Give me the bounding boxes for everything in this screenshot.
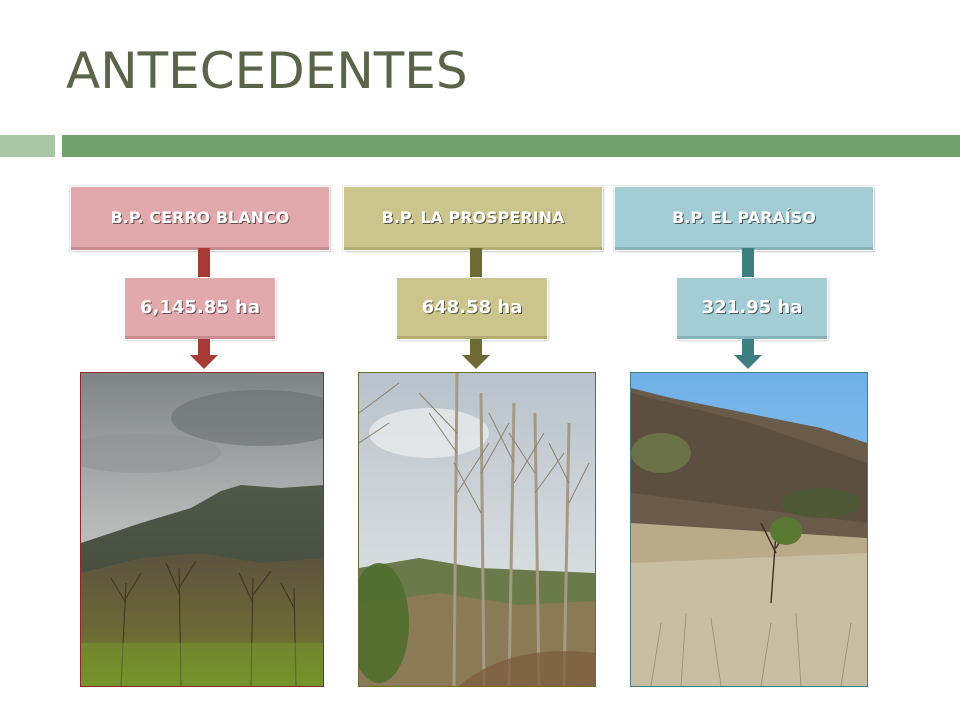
title-underline-bar (62, 135, 960, 157)
stem-el-paraiso-top (742, 248, 754, 278)
stem-la-prosperina-bottom (470, 339, 482, 355)
photo-la-prosperina (358, 372, 596, 687)
stem-la-prosperina-top (470, 248, 482, 278)
stem-cerro-blanco-bottom (198, 339, 210, 355)
photo-cerro-blanco (80, 372, 324, 687)
slide-title: ANTECEDENTES (66, 42, 468, 100)
area-cerro-blanco-value: 6,145.85 ha (139, 296, 261, 318)
area-cerro-blanco: 6,145.85 ha (125, 278, 275, 339)
area-la-prosperina-value: 648.58 ha (421, 296, 523, 318)
photo-el-paraiso (630, 372, 868, 687)
stem-el-paraiso-bottom (742, 339, 754, 355)
header-el-paraiso: B.P. EL PARAÍSO (615, 187, 873, 250)
area-el-paraiso: 321.95 ha (677, 278, 827, 339)
header-cerro-blanco-label: B.P. CERRO BLANCO (110, 207, 290, 227)
header-cerro-blanco: B.P. CERRO BLANCO (71, 187, 329, 250)
arrow-down-icon (190, 355, 218, 369)
arrow-down-icon (462, 355, 490, 369)
header-el-paraiso-label: B.P. EL PARAÍSO (672, 207, 816, 227)
header-la-prosperina: B.P. LA PROSPERINA (344, 187, 602, 250)
area-la-prosperina: 648.58 ha (397, 278, 547, 339)
header-la-prosperina-label: B.P. LA PROSPERINA (381, 207, 565, 227)
area-el-paraiso-value: 321.95 ha (701, 296, 803, 318)
title-underline-accent (0, 135, 55, 157)
stem-cerro-blanco-top (198, 248, 210, 278)
arrow-down-icon (734, 355, 762, 369)
